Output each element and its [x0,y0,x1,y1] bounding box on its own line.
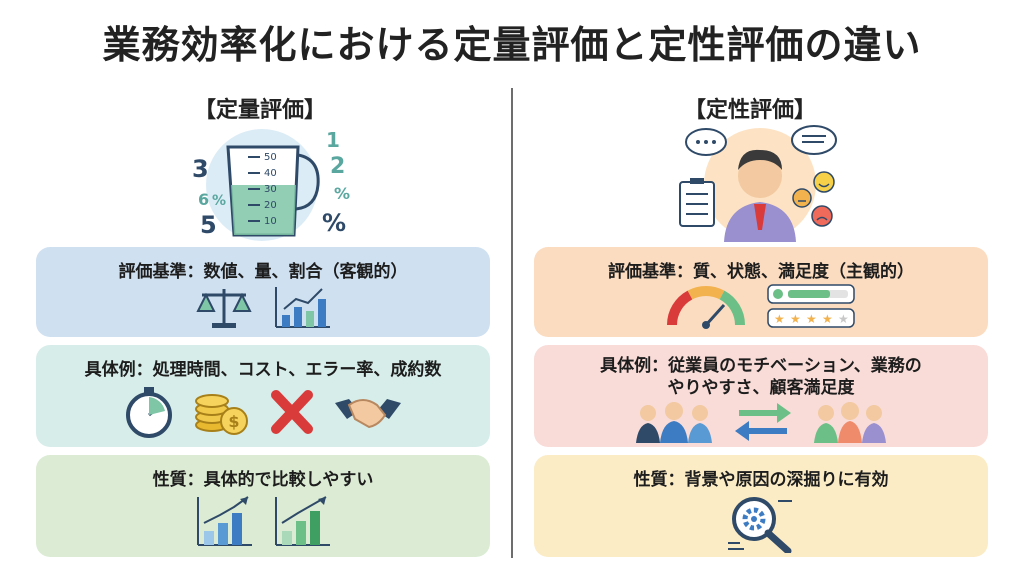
page-title: 業務効率化における定量評価と定性評価の違い [102,23,922,67]
gauge-icon [667,286,746,329]
cup-mark-10: 10 [264,216,277,227]
magnifier-gear-icon [728,497,792,553]
qualitative-criteria-label: 評価基準：質、状態、満足度（主観的） [608,262,914,282]
qualitative-criteria-panel: 評価基準：質、状態、満足度（主観的） ★ ★ ★ ★ ★ [534,247,988,337]
cup-mark-30: 30 [264,184,277,195]
floating-number: 3 [192,155,209,183]
stopwatch-icon [126,387,173,438]
quantitative-criteria-label: 評価基準：数値、量、割合（客観的） [118,262,408,282]
qualitative-examples-label-line2: やりやすさ、顧客満足度 [667,378,855,398]
cup-mark-40: 40 [264,168,277,179]
svg-text:★: ★ [806,312,817,326]
quantitative-criteria-panel: 評価基準：数値、量、割合（客観的） [36,247,490,337]
employees-icon [635,402,712,443]
quantitative-examples-label: 具体例：処理時間、コスト、エラー率、成約数 [84,360,442,380]
qualitative-heading: 【定性評価】 [683,98,816,123]
scale-icon [196,289,253,328]
growth-chart-icon [274,287,330,328]
qualitative-nature-panel: 性質：背景や原因の深掘りに有効 [534,455,988,557]
handshake-icon [334,399,401,429]
exchange-arrows-icon [735,403,791,441]
floating-number: % [322,209,346,237]
qualitative-examples-panel: 具体例：従業員のモチベーション、業務の やりやすさ、顧客満足度 [534,345,988,447]
cup-mark-50: 50 [264,152,277,163]
svg-text:★: ★ [838,312,849,326]
floating-number: 6 [198,190,209,209]
measuring-cup-illustration: 50 40 30 20 10 3 6 % 5 1 2 % % [190,125,360,247]
floating-number: 1 [326,128,340,152]
bar-chart-icon [197,496,253,546]
coins-icon: $ [195,394,249,435]
qualitative-examples-label-line1: 具体例：従業員のモチベーション、業務の [600,356,922,376]
cup-mark-20: 20 [264,200,277,211]
svg-text:★: ★ [790,312,801,326]
quantitative-examples-panel: 具体例：処理時間、コスト、エラー率、成約数 $ [36,345,490,447]
quantitative-nature-label: 性質：具体的で比較しやすい [152,470,374,490]
quantitative-nature-panel: 性質：具体的で比較しやすい [36,455,490,557]
thinking-person-illustration [674,120,844,246]
floating-number: 2 [330,154,345,179]
floating-number: 5 [200,211,217,239]
customers-icon [814,402,887,443]
qualitative-nature-label: 性質：背景や原因の深掘りに有効 [633,470,889,490]
floating-number: % [334,184,350,203]
bar-chart-green-icon [274,496,330,546]
quantitative-heading: 【定量評価】 [193,98,326,123]
center-divider [511,88,513,558]
svg-text:$: $ [229,412,240,431]
error-cross-icon [270,390,313,434]
svg-text:★: ★ [774,312,785,326]
floating-number: % [212,193,226,209]
rating-icon: ★ ★ ★ ★ ★ [766,284,855,328]
svg-text:★: ★ [822,312,833,326]
